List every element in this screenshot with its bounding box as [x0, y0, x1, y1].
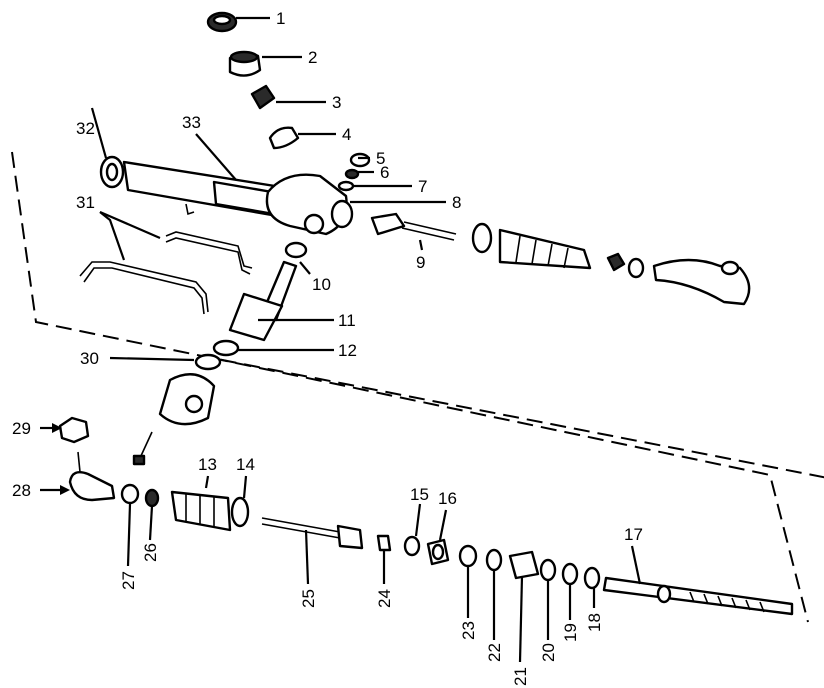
callout-4: 4 — [342, 125, 351, 144]
part-7-washer — [337, 180, 355, 192]
part-26-clip — [144, 488, 160, 508]
part-13-boot — [170, 490, 232, 532]
callout-10: 10 — [312, 275, 331, 294]
callout-19: 19 — [561, 623, 580, 642]
part-13-pleats — [185, 494, 215, 527]
part-9-shaft-b — [401, 227, 455, 241]
part-31-pipe-lower — [79, 261, 209, 313]
part-6-ring — [344, 168, 360, 180]
part-25-rod — [261, 517, 341, 533]
valve-bolt-shaft — [139, 431, 153, 459]
part-5-seal — [349, 152, 371, 168]
assembly-boundary-dashed-bottom — [211, 357, 809, 623]
part-17-rack — [602, 576, 794, 616]
callout-8: 8 — [452, 193, 461, 212]
callout-6: 6 — [380, 163, 389, 182]
part-11-pinion-gear — [228, 292, 284, 342]
right-boot — [498, 228, 592, 270]
part-4-yoke — [268, 126, 300, 150]
part-2-top — [229, 50, 259, 64]
part-33-bracket — [185, 203, 195, 216]
part-17-piston — [656, 584, 672, 604]
part-29-nut — [58, 416, 90, 444]
part-9-shaft — [403, 221, 457, 235]
right-boot-pleats — [515, 235, 569, 269]
callout-11: 11 — [338, 311, 356, 330]
callout-33: 33 — [182, 113, 201, 132]
callout-13: 13 — [198, 455, 217, 474]
part-8-port — [330, 199, 354, 229]
callout-23: 23 — [459, 621, 478, 640]
part-14-clamp — [230, 496, 250, 528]
callout-7: 7 — [418, 177, 427, 196]
valve-bolt-head — [132, 454, 146, 466]
callout-labels: 1 2 3 4 5 6 7 8 9 10 11 12 13 14 15 16 1… — [12, 9, 643, 686]
callout-32: 32 — [76, 119, 95, 138]
part-25-rod-b — [261, 523, 341, 539]
part-23-ring — [458, 544, 478, 568]
part-30-ring — [194, 353, 222, 371]
part-22-ring — [485, 548, 503, 572]
part-9-inner-tie-rod — [370, 212, 406, 236]
callout-22: 22 — [485, 643, 504, 662]
leader-lines — [40, 16, 642, 663]
callout-20: 20 — [539, 643, 558, 662]
right-boot-clamp — [471, 222, 493, 254]
callout-25: 25 — [299, 589, 318, 608]
callout-30: 30 — [80, 349, 99, 368]
part-31-pipe-upper-b — [165, 237, 251, 275]
callout-24: 24 — [375, 589, 394, 608]
part-16-hole — [431, 543, 445, 561]
callout-17: 17 — [624, 525, 643, 544]
part-10-seal — [284, 241, 308, 259]
assembly-boundary-dashed — [11, 151, 824, 479]
callout-5: 5 — [376, 149, 385, 168]
part-27-jam-nut — [120, 483, 140, 505]
part-21-bushing — [508, 550, 540, 580]
part-28-tie-rod-end — [68, 471, 116, 502]
callout-12: 12 — [338, 341, 357, 360]
part-3-spring — [250, 84, 276, 110]
part-24-lock-washer — [376, 534, 392, 552]
part-8-port-2 — [303, 213, 325, 235]
callout-2: 2 — [308, 48, 317, 67]
valve-body-port — [184, 394, 204, 414]
part-31-pipe-lower-b — [83, 267, 205, 315]
part-15-ring — [403, 535, 421, 557]
callout-3: 3 — [332, 93, 341, 112]
callout-14: 14 — [236, 455, 255, 474]
callout-31: 31 — [76, 193, 95, 212]
callout-29: 29 — [12, 419, 31, 438]
part-31-pipe-upper — [165, 231, 253, 269]
callout-9: 9 — [416, 253, 425, 272]
part-12-seal — [212, 339, 240, 357]
parts-artwork — [58, 11, 794, 616]
part-1-hole — [212, 14, 232, 26]
part-32-hole — [105, 162, 119, 182]
right-jam-nut — [627, 257, 645, 279]
callout-1: 1 — [276, 9, 285, 28]
callout-27: 27 — [119, 571, 138, 590]
callout-16: 16 — [438, 489, 457, 508]
callout-28: 28 — [12, 481, 31, 500]
part-20-ring — [539, 558, 557, 582]
part-28-stud — [77, 451, 81, 473]
arrowheads — [52, 423, 70, 495]
callout-26: 26 — [141, 543, 160, 562]
part-17-rack-teeth — [689, 591, 765, 613]
callout-21: 21 — [511, 667, 530, 686]
right-clip — [606, 252, 626, 272]
part-25-joint — [336, 524, 364, 550]
part-19-seal — [561, 562, 579, 586]
callout-18: 18 — [585, 613, 604, 632]
callout-15: 15 — [410, 485, 429, 504]
right-tie-rod-stud — [720, 260, 740, 276]
part-18-ring — [583, 566, 601, 590]
